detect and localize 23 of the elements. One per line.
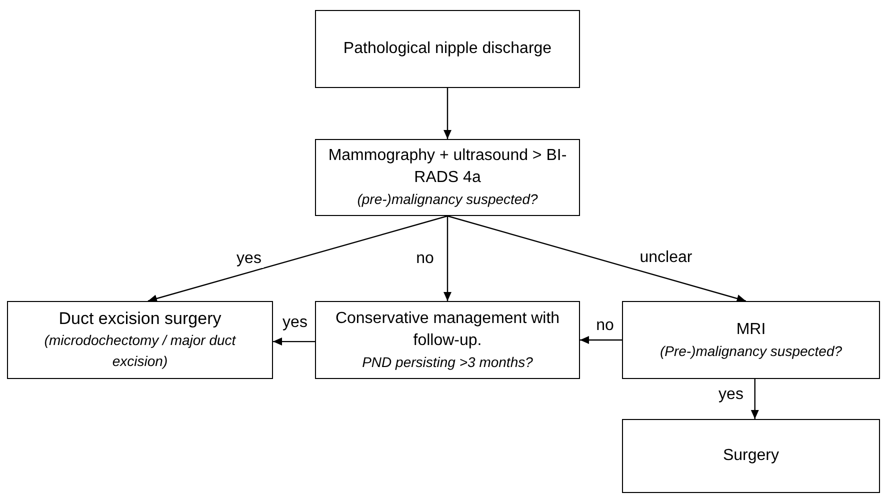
box-text: Pathological nipple discharge — [343, 39, 552, 59]
process-box — [315, 10, 580, 88]
process-box — [315, 301, 580, 379]
process-box — [315, 139, 580, 216]
box-text: Conservative management with follow-up. — [334, 308, 561, 350]
arrow — [447, 215, 746, 302]
box-text: (pre-)malignancy suspected? — [357, 190, 538, 209]
process-box — [622, 301, 880, 379]
arrow — [580, 336, 622, 344]
arrow — [444, 216, 452, 301]
box-text: (microdochectomy / major duct excision) — [43, 331, 237, 371]
arrow — [444, 88, 452, 139]
box-text: Mammography + ultrasound > BI-RADS 4a — [327, 146, 568, 188]
box-text: MRI — [736, 320, 766, 340]
box-text: Duct excision surgery — [58, 308, 222, 330]
box-text: Surgery — [722, 446, 780, 466]
arrow — [273, 338, 315, 346]
process-box — [622, 419, 880, 493]
box-text: PND persisting >3 months? — [362, 352, 533, 372]
arrow — [750, 379, 759, 419]
arrow — [148, 215, 448, 302]
process-box — [7, 301, 273, 379]
box-text: (Pre-)malignancy suspected? — [660, 342, 842, 361]
